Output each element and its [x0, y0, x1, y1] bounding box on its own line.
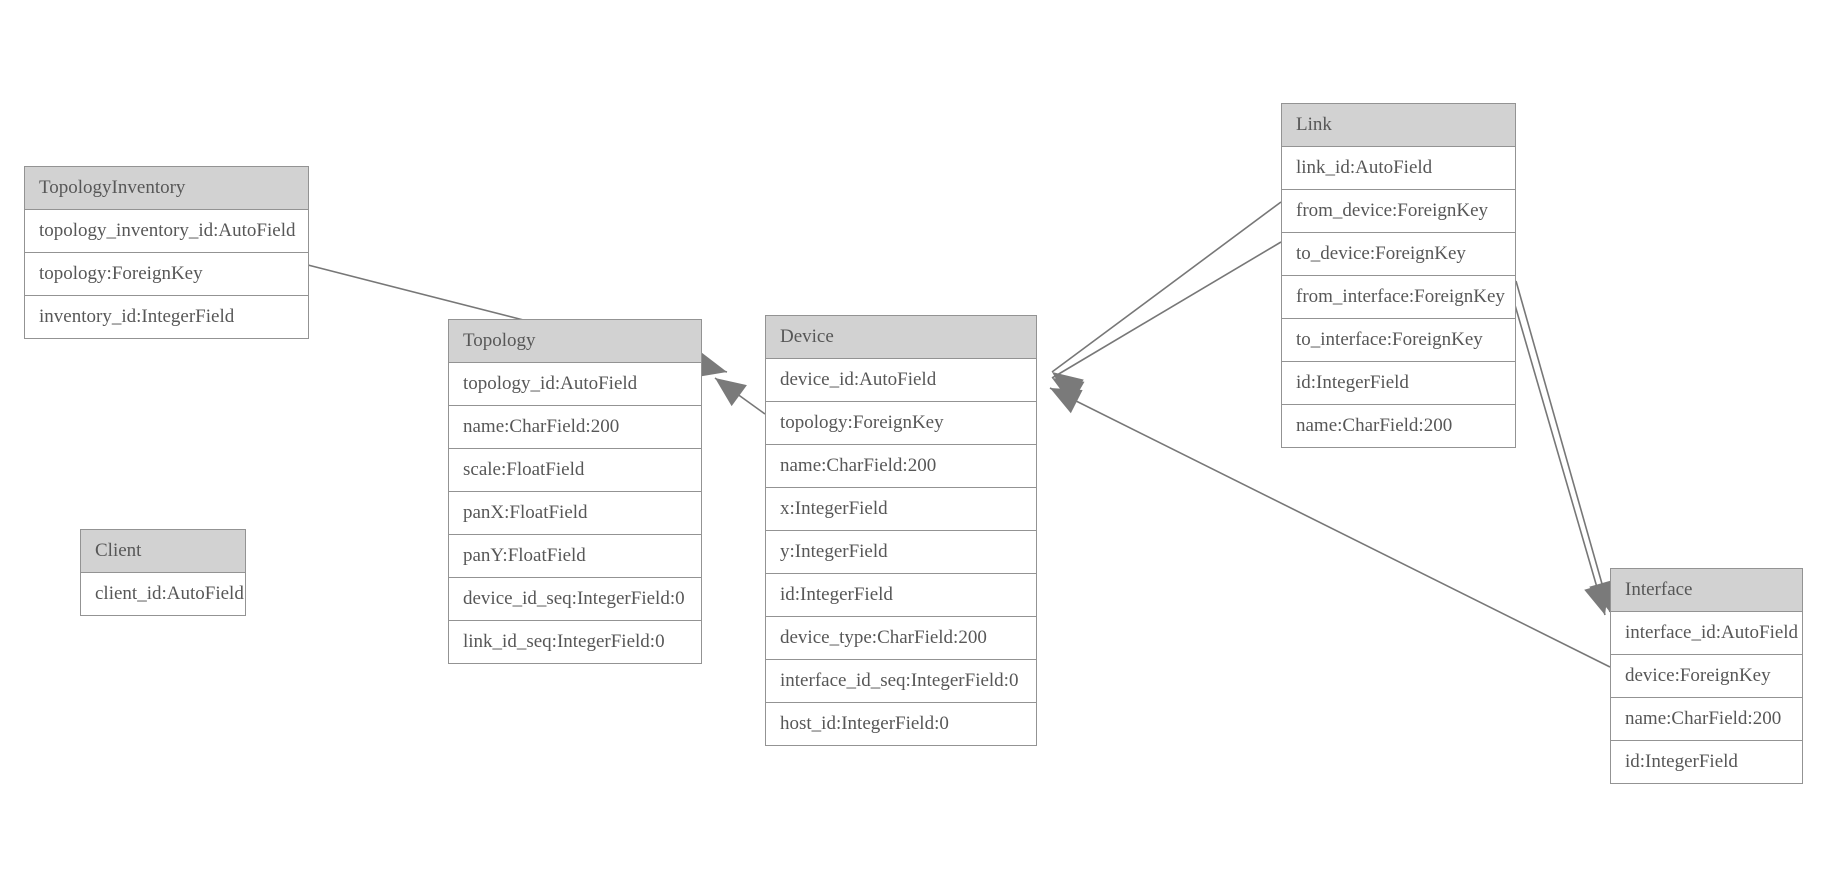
relation-device-topology [714, 377, 766, 415]
attribute-row: x:IntegerField [766, 488, 1036, 531]
attribute-row: name:CharField:200 [1282, 405, 1515, 447]
relation-arrowhead [1050, 388, 1083, 414]
attribute-row: interface_id:AutoField [1611, 612, 1802, 655]
attribute-row: topology:ForeignKey [766, 402, 1036, 445]
attribute-row: scale:FloatField [449, 449, 701, 492]
attribute-row: to_device:ForeignKey [1282, 233, 1515, 276]
attribute-row: from_interface:ForeignKey [1282, 276, 1515, 319]
attribute-row: topology_id:AutoField [449, 363, 701, 406]
entity-title-interface: Interface [1611, 569, 1802, 612]
attribute-row: name:CharField:200 [766, 445, 1036, 488]
entity-title-topology: Topology [449, 320, 701, 363]
entity-title-client: Client [81, 530, 245, 573]
attribute-row: device_id:AutoField [766, 359, 1036, 402]
entity-title-device: Device [766, 316, 1036, 359]
attribute-row: id:IntegerField [766, 574, 1036, 617]
relation-arrowhead [1584, 582, 1610, 615]
attribute-row: device_type:CharField:200 [766, 617, 1036, 660]
entity-title-topologyinventory: TopologyInventory [25, 167, 308, 210]
attribute-row: id:IntegerField [1611, 741, 1802, 783]
attribute-row: to_interface:ForeignKey [1282, 319, 1515, 362]
relation-arrowhead [1052, 372, 1084, 401]
attribute-row: inventory_id:IntegerField [25, 296, 308, 338]
relation-link-to-device [1051, 241, 1282, 405]
attribute-row: panX:FloatField [449, 492, 701, 535]
relation-arrowhead [1052, 378, 1085, 405]
attribute-row: id:IntegerField [1282, 362, 1515, 405]
attribute-row: device:ForeignKey [1611, 655, 1802, 698]
attribute-row: topology:ForeignKey [25, 253, 308, 296]
attribute-row: host_id:IntegerField:0 [766, 703, 1036, 745]
relation-link-to-interface [1507, 280, 1610, 616]
attribute-row: name:CharField:200 [1611, 698, 1802, 741]
attribute-row: device_id_seq:IntegerField:0 [449, 578, 701, 621]
attribute-row: topology_inventory_id:AutoField [25, 210, 308, 253]
attribute-row: name:CharField:200 [449, 406, 701, 449]
relation-arrowhead [715, 378, 747, 407]
entity-title-link: Link [1282, 104, 1515, 147]
relation-link-from-interface [1515, 280, 1615, 613]
attribute-row: link_id:AutoField [1282, 147, 1515, 190]
attribute-row: link_id_seq:IntegerField:0 [449, 621, 701, 663]
attribute-row: from_device:ForeignKey [1282, 190, 1515, 233]
attribute-row: y:IntegerField [766, 531, 1036, 574]
relation-link-from-device [1051, 201, 1282, 401]
attribute-row: panY:FloatField [449, 535, 701, 578]
attribute-row: client_id:AutoField [81, 573, 245, 615]
attribute-row: interface_id_seq:IntegerField:0 [766, 660, 1036, 703]
